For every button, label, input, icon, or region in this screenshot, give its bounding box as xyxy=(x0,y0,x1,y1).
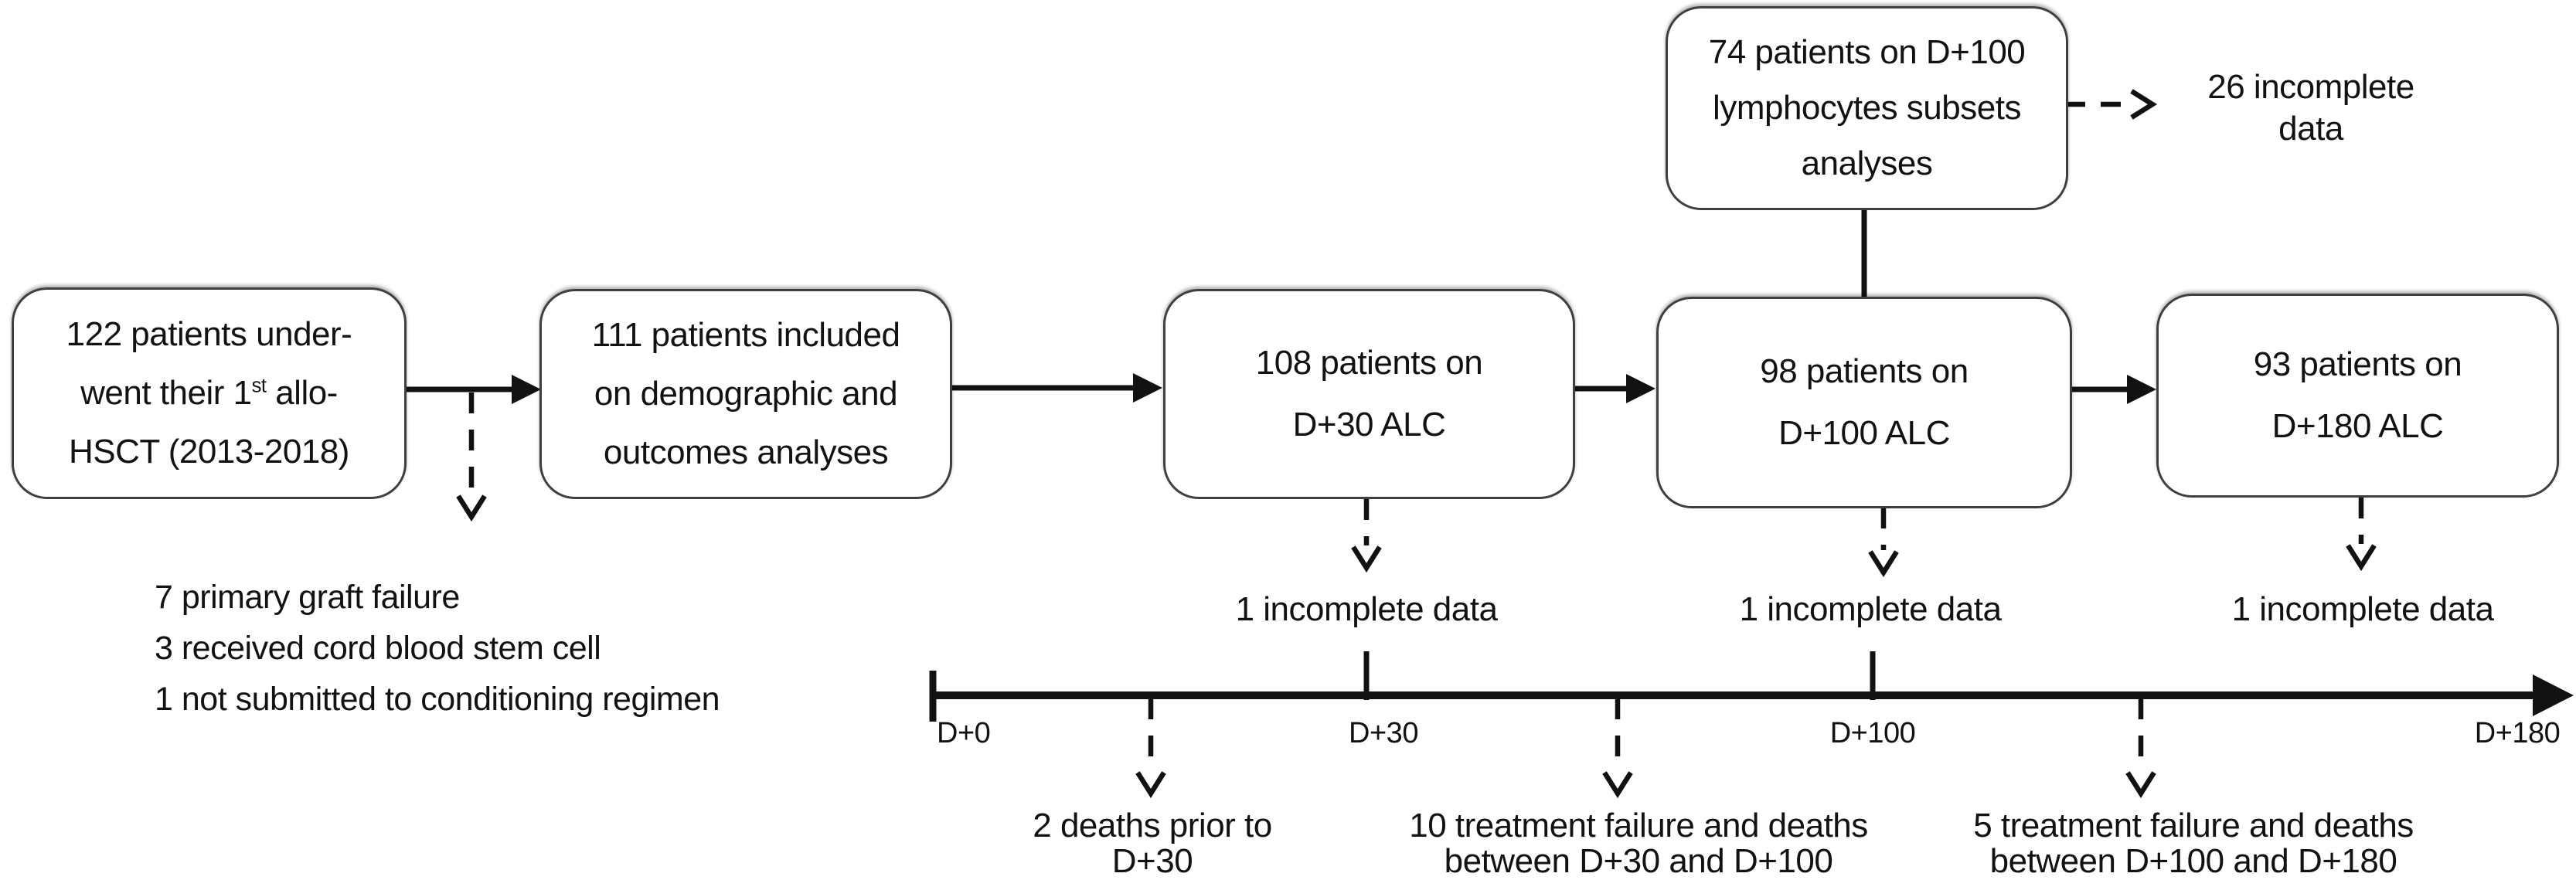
box-93-d180-alc: 93 patients on D+180 ALC xyxy=(2156,294,2559,498)
label-line: between D+100 and D+180 xyxy=(1989,842,2397,880)
dashed-arrowhead-deaths-pre-d30 xyxy=(1135,771,1166,799)
dashed-arrowhead-incomplete-top xyxy=(2130,89,2158,120)
label-line: 26 incomplete xyxy=(2207,68,2414,106)
dashed-arrowhead-exclusions xyxy=(456,494,487,522)
box-line: on demographic and xyxy=(594,375,898,413)
box-line: HSCT (2013-2018) xyxy=(69,433,349,471)
timeline-arrowhead xyxy=(2533,674,2574,716)
box-line: 74 patients on D+100 xyxy=(1708,33,2026,71)
label-line: D+30 xyxy=(1111,842,1193,880)
dashed-arrowhead-incomplete-d30 xyxy=(1351,545,1382,573)
label-deaths-pre-d30: 2 deaths prior to D+30 xyxy=(882,808,1423,879)
box-line: 98 patients on xyxy=(1760,352,1969,390)
box-98-d100-alc: 98 patients on D+100 ALC xyxy=(1656,297,2072,508)
label-line: data xyxy=(2278,110,2343,148)
label-incomplete-d30: 1 incomplete data xyxy=(1235,590,1498,628)
label-line: 10 treatment failure and deaths xyxy=(1409,807,1868,844)
box-line: outcomes analyses xyxy=(603,433,889,471)
label-failures-d100-d180: 5 treatment failure and deaths between D… xyxy=(1923,808,2464,879)
box-108-d30-alc: 108 patients on D+30 ALC xyxy=(1163,289,1575,499)
label-exclusions: 7 primary graft failure 3 received cord … xyxy=(155,572,866,725)
dashed-arrowhead-failures-d100-d180 xyxy=(2125,771,2156,799)
box-line: 93 patients on xyxy=(2253,345,2462,383)
exclusion-item: 3 received cord blood stem cell xyxy=(155,630,601,667)
dashed-arrowhead-incomplete-d180 xyxy=(2346,544,2377,572)
box-line: 122 patients under- xyxy=(66,315,352,353)
box-line: 111 patients included xyxy=(591,316,900,354)
box-line: went their 1st allo- xyxy=(80,374,338,412)
box-line: D+30 ALC xyxy=(1292,406,1446,443)
exclusion-item: 7 primary graft failure xyxy=(155,579,460,616)
box-line: D+180 ALC xyxy=(2271,407,2444,445)
timeline-label-d30: D+30 xyxy=(1349,717,1418,749)
label-26-incomplete-data: 26 incomplete data xyxy=(2164,66,2458,150)
box-line: analyses xyxy=(1801,144,1933,182)
timeline-label-d0: D+0 xyxy=(937,717,991,749)
arrowhead-included-to-d30 xyxy=(1133,373,1162,403)
box-122-underwent-hsct: 122 patients under- went their 1st allo-… xyxy=(12,287,407,499)
box-line: 108 patients on xyxy=(1255,344,1483,382)
label-line: 5 treatment failure and deaths xyxy=(1973,807,2414,844)
dashed-arrowhead-incomplete-d100 xyxy=(1868,550,1899,578)
timeline-label-d100: D+100 xyxy=(1829,717,1916,749)
label-failures-d30-d100: 10 treatment failure and deaths between … xyxy=(1368,808,1909,879)
label-incomplete-d100: 1 incomplete data xyxy=(1739,590,2002,628)
label-incomplete-d180: 1 incomplete data xyxy=(2231,590,2494,628)
timeline-label-d180: D+180 xyxy=(2474,717,2561,749)
label-line: 2 deaths prior to xyxy=(1033,807,1272,844)
box-111-included: 111 patients included on demographic and… xyxy=(539,289,952,499)
box-74-lymphocytes-subsets: 74 patients on D+100 lymphocytes subsets… xyxy=(1666,6,2068,210)
box-line: D+100 ALC xyxy=(1778,414,1950,452)
label-line: between D+30 and D+100 xyxy=(1444,842,1833,880)
arrowhead-d30-to-d100 xyxy=(1626,374,1656,403)
arrowhead-d100-to-d180 xyxy=(2127,375,2156,404)
box-line: lymphocytes subsets xyxy=(1713,89,2021,127)
superscript-st: st xyxy=(251,375,267,397)
exclusion-item: 1 not submitted to conditioning regimen xyxy=(155,681,720,718)
arrowhead-underwent-to-included xyxy=(512,375,541,404)
dashed-arrowhead-failures-d30-d100 xyxy=(1602,771,1633,799)
